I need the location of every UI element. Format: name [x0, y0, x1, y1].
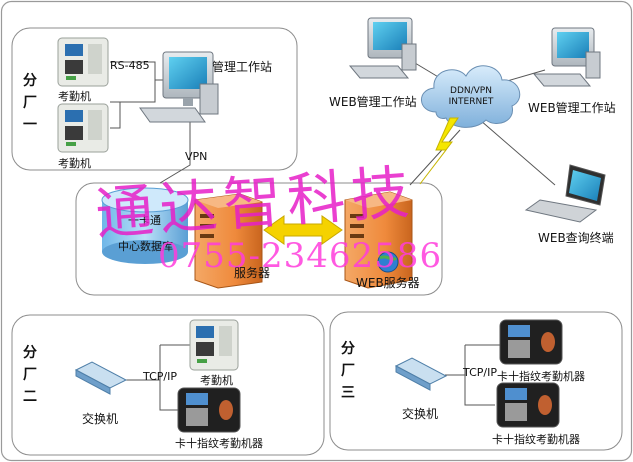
- double-arrow-icon: [263, 215, 343, 245]
- branch1-device2-label: 考勤机: [58, 157, 91, 170]
- center-panel: [75, 182, 443, 296]
- branch3-device2-label: 卡十指纹考勤机器: [492, 433, 580, 446]
- branch2-vertical-title: 分 厂 二: [22, 342, 38, 408]
- laptop-icon: [524, 164, 606, 223]
- network-switch-icon: [394, 357, 448, 391]
- vpn-label: VPN: [185, 150, 208, 163]
- database-cylinder-icon: [101, 187, 189, 264]
- branch3-char: 三: [341, 385, 355, 401]
- branch1-char: 厂: [23, 95, 37, 111]
- branch3-tcpip-label: TCP/IP: [463, 366, 497, 379]
- database-line1: 一卡通: [128, 214, 161, 227]
- branch2-tcpip-label: TCP/IP: [143, 370, 177, 383]
- branch3-char: 分: [341, 341, 355, 357]
- internet-cloud-icon: [421, 65, 521, 128]
- web-server-icon: [344, 191, 413, 289]
- cloud-line1: DDN/VPN: [450, 86, 492, 96]
- branch1-panel: [11, 27, 298, 171]
- branch3-switch-label: 交换机: [402, 407, 439, 421]
- branch3-vertical-title: 分 厂 三: [340, 338, 356, 404]
- fingerprint-device-icon: [499, 319, 563, 365]
- database-line2: 中心数据库: [118, 240, 173, 253]
- branch1-device1-label: 考勤机: [58, 90, 91, 103]
- web-workstation-icon: [348, 17, 417, 79]
- cloud-text: DDN/VPN INTERNET: [436, 86, 506, 108]
- web-server-label: WEB服务器: [356, 276, 420, 290]
- branch3-device1-label: 卡十指纹考勤机器: [497, 370, 585, 383]
- management-workstation-label: 管理工作站: [212, 60, 273, 74]
- web-workstation-icon: [532, 27, 601, 87]
- server-label: 服务器: [234, 266, 271, 280]
- server-icon: [194, 193, 263, 289]
- network-switch-icon: [74, 361, 128, 395]
- attendance-device-icon: [57, 103, 109, 153]
- attendance-device-icon: [189, 319, 239, 371]
- rs485-label: RS-485: [110, 59, 150, 72]
- web-workstation-left-label: WEB管理工作站: [329, 95, 417, 109]
- branch2-switch-label: 交换机: [82, 412, 119, 426]
- workstation-computer-icon: [139, 51, 219, 123]
- branch1-char: 分: [23, 73, 37, 89]
- branch2-device2-label: 卡十指纹考勤机器: [175, 437, 263, 450]
- fingerprint-device-icon: [177, 387, 241, 433]
- branch2-panel: [11, 314, 325, 456]
- branch2-device1-label: 考勤机: [200, 374, 233, 387]
- branch1-char: 一: [23, 117, 37, 133]
- web-query-terminal-label: WEB查询终端: [538, 231, 614, 245]
- web-workstation-right-label: WEB管理工作站: [528, 101, 616, 115]
- branch1-vertical-title: 分 厂 一: [22, 70, 38, 136]
- branch2-char: 分: [23, 345, 37, 361]
- lightning-bolt-icon: [419, 117, 459, 185]
- branch2-char: 二: [23, 389, 37, 405]
- branch3-char: 厂: [341, 363, 355, 379]
- branch3-panel: [329, 311, 623, 451]
- cloud-line2: INTERNET: [448, 97, 494, 107]
- fingerprint-device-icon: [496, 382, 560, 428]
- branch2-char: 厂: [23, 367, 37, 383]
- attendance-device-icon: [57, 37, 109, 87]
